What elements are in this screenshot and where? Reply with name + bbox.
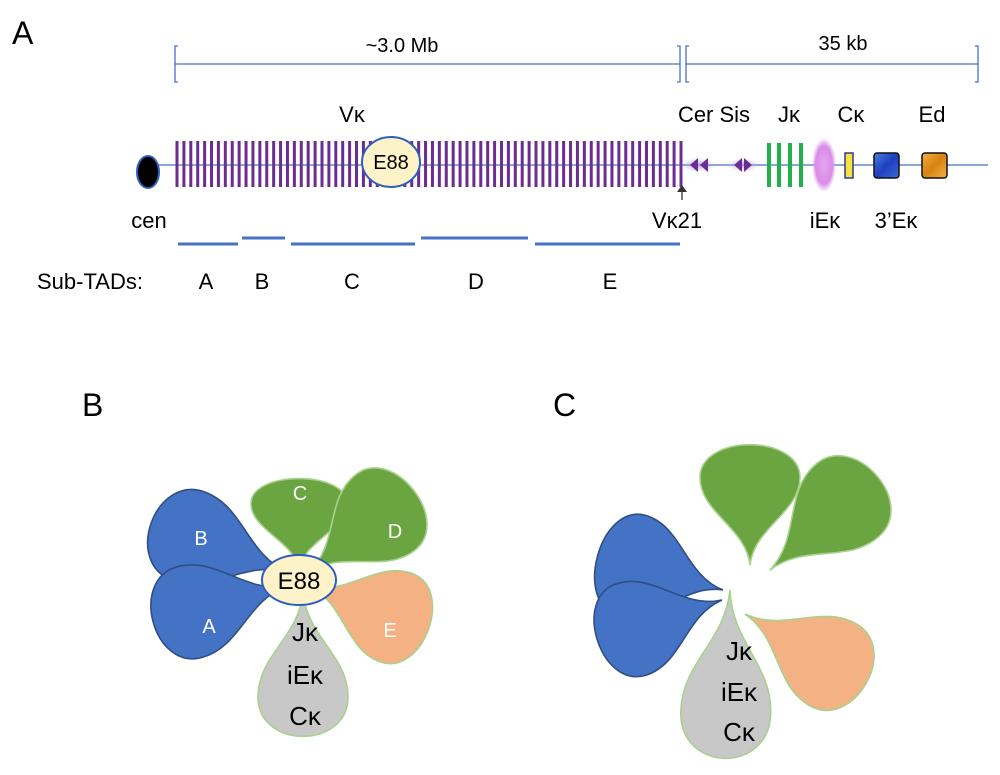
flower-c-petal-orange [744,613,875,712]
cer-elements [680,158,716,172]
cen-label: cen [131,208,166,233]
cer-sis-label: Cer Sis [678,102,750,127]
jk-segments [767,143,803,187]
flower-c-petal-gray [679,589,772,760]
jk-label: Jκ [778,102,801,127]
scale-label-small: 35 kb [819,33,868,55]
3ek-label: 3’Eκ [875,208,919,233]
e88-element [361,136,421,188]
vk-label: Vκ [339,102,366,127]
flower-b-label-e: E [383,620,396,642]
flower-b-petal-a [150,564,288,660]
vk21-arrow [677,185,687,200]
ed-enhancer [921,152,948,179]
flower-b-petal-e [308,569,434,665]
flower-b-label-b: B [194,528,207,550]
flower-b-label-d: D [388,521,402,543]
3ek-enhancer [873,152,900,179]
flower-c-iek-label: iEκ [721,677,758,707]
ck-exon [844,152,854,179]
vk21-label: Vκ21 [652,208,702,233]
ck-label: Cκ [838,102,866,127]
subtad-label-e: E [603,269,618,294]
subtad-label-a: A [199,269,214,294]
panel-label-b: B [82,387,103,423]
flower-c-jk-label: Jκ [726,636,753,666]
centromere [136,155,160,189]
iek-label: iEκ [810,208,842,233]
flower-b-petal-jkiek [257,591,349,738]
flower-b-e88-label: E88 [278,568,321,595]
flower-b [146,467,434,738]
scale-label-large: ~3.0 Mb [366,35,439,57]
panel-label-a: A [12,15,34,51]
subtads-title: Sub-TADs: [37,269,143,294]
flower-b-e88-center [261,554,337,606]
flower-c-petal-right [769,454,892,571]
flower-b-petal-c [250,477,348,571]
scale-bracket-small [685,45,979,83]
subtad-label-b: B [255,269,270,294]
sis-elements [727,158,759,172]
flower-c-ck-label: Cκ [723,717,756,747]
flower-b-label-a: A [202,616,216,638]
flower-b-jk-label: Jκ [292,617,319,647]
subtad-label-d: D [468,269,484,294]
flower-b-petal-d [308,467,428,573]
flower-c [593,443,892,760]
flower-b-label-c: C [293,483,307,505]
flower-c-petal-left-lower [593,580,723,678]
ed-label: Ed [919,102,946,127]
e88-element-label: E88 [373,152,409,174]
iek-enhancer [812,138,836,192]
flower-b-ck-label: Cκ [289,701,322,731]
flower-c-petal-top [699,443,801,566]
panel-label-c: C [553,387,576,423]
subtad-label-c: C [344,269,360,294]
subtad-lines [178,236,680,246]
flower-b-iek-label: iEκ [287,660,324,690]
v-segment-array [175,141,683,187]
scale-bracket-large [174,45,681,83]
